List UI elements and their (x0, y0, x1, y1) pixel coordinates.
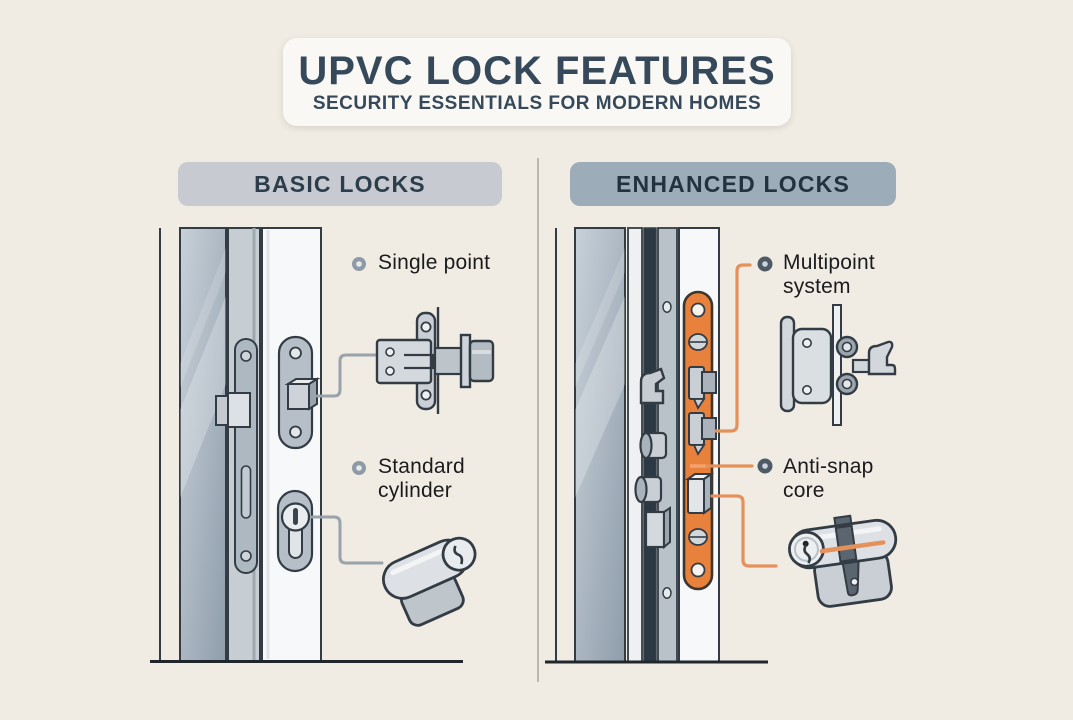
basic-door-illustration (150, 227, 463, 663)
feature-label-single-point: Single point (378, 251, 491, 274)
feature-label-standard-cylinder: Standard cylinder (378, 455, 465, 502)
enhanced-locks-header: ENHANCED LOCKS (570, 162, 896, 206)
page-title: UPVC LOCK FEATURES (298, 49, 776, 93)
deadbolt-block (644, 506, 671, 550)
feature-label-anti-snap-core: Anti-snap core (783, 455, 874, 502)
enhanced-door-illustration (545, 227, 768, 664)
anti-snap-cylinder-connector-line (710, 494, 778, 568)
standard-cylinder-connector-line (310, 515, 384, 565)
multipoint-gearbox-icon (779, 304, 897, 426)
feature-label-multipoint-system: Multipoint system (783, 251, 875, 298)
cylinder-escutcheon (276, 489, 314, 573)
basic-locks-header: BASIC LOCKS (178, 162, 502, 206)
multipoint-bullet (757, 256, 773, 272)
title-card: UPVC LOCK FEATURES SECURITY ESSENTIALS F… (283, 38, 791, 126)
roller-cam (634, 475, 663, 504)
single-point-faceplate (277, 335, 321, 450)
anti-snap-line (819, 540, 886, 554)
single-point-bullet (352, 257, 366, 271)
anti-snap-bullet (757, 458, 773, 474)
single-point-connector-line (315, 353, 378, 398)
multipoint-connector-line (714, 263, 752, 433)
hook-bolt (639, 367, 666, 405)
latch-bolt (688, 412, 717, 456)
roller-cam (639, 431, 668, 460)
glass-panel (574, 227, 626, 663)
latch-bolt (688, 366, 717, 410)
euro-cylinder-icon (382, 536, 477, 627)
security-bolt (684, 472, 715, 515)
latch-keep-block (215, 392, 251, 428)
panel-divider (537, 158, 539, 682)
deadbolt-latch-icon (375, 307, 495, 414)
multipoint-lock-strip (682, 290, 717, 591)
page-subtitle: SECURITY ESSENTIALS FOR MODERN HOMES (312, 93, 762, 114)
anti-snap-cylinder-icon (788, 514, 898, 608)
strike-plate (234, 338, 258, 574)
standard-cylinder-bullet (352, 461, 366, 475)
